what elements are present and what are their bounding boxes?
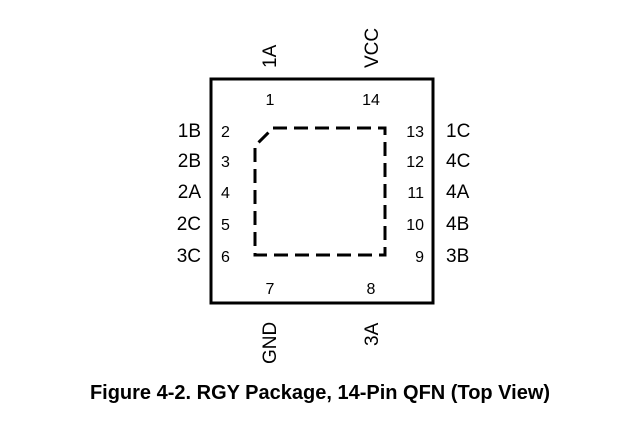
pin-12-signal: 4C — [446, 151, 470, 172]
pin-3-number: 3 — [221, 154, 230, 171]
pin-9-number: 9 — [415, 249, 424, 266]
pin-9-signal: 3B — [446, 246, 469, 267]
pin-14-signal: VCC — [362, 28, 383, 68]
pin-5-number: 5 — [221, 217, 230, 234]
pin-11-number: 11 — [407, 185, 424, 202]
pin-13-signal: 1C — [446, 121, 470, 142]
pin-6-signal: 3C — [177, 246, 201, 267]
pin-3-signal: 2B — [178, 151, 201, 172]
pin-2-signal: 1B — [178, 121, 201, 142]
pin-10-signal: 4B — [446, 214, 469, 235]
pin-10-number: 10 — [406, 217, 424, 234]
pin-13-number: 13 — [406, 124, 424, 141]
pin-4-signal: 2A — [178, 182, 202, 203]
pin-11-signal: 4A — [446, 182, 470, 203]
pin-1-number: 1 — [266, 92, 275, 109]
pin-7-signal: GND — [260, 322, 281, 364]
pin-8-signal: 3A — [362, 322, 383, 346]
figure-caption: Figure 4-2. RGY Package, 14-Pin QFN (Top… — [89, 382, 551, 404]
thermal-pad-outline — [253, 126, 387, 257]
pin-14-number: 14 — [362, 92, 380, 109]
pin-5-signal: 2C — [177, 214, 201, 235]
package-outline — [209, 77, 435, 305]
pin-7-number: 7 — [266, 281, 275, 298]
pin-4-number: 4 — [221, 185, 230, 202]
pin-6-number: 6 — [221, 249, 230, 266]
pin-8-number: 8 — [367, 281, 376, 298]
pin-12-number: 12 — [406, 154, 424, 171]
pin-1-signal: 1A — [260, 44, 281, 68]
pin-2-number: 2 — [221, 124, 230, 141]
